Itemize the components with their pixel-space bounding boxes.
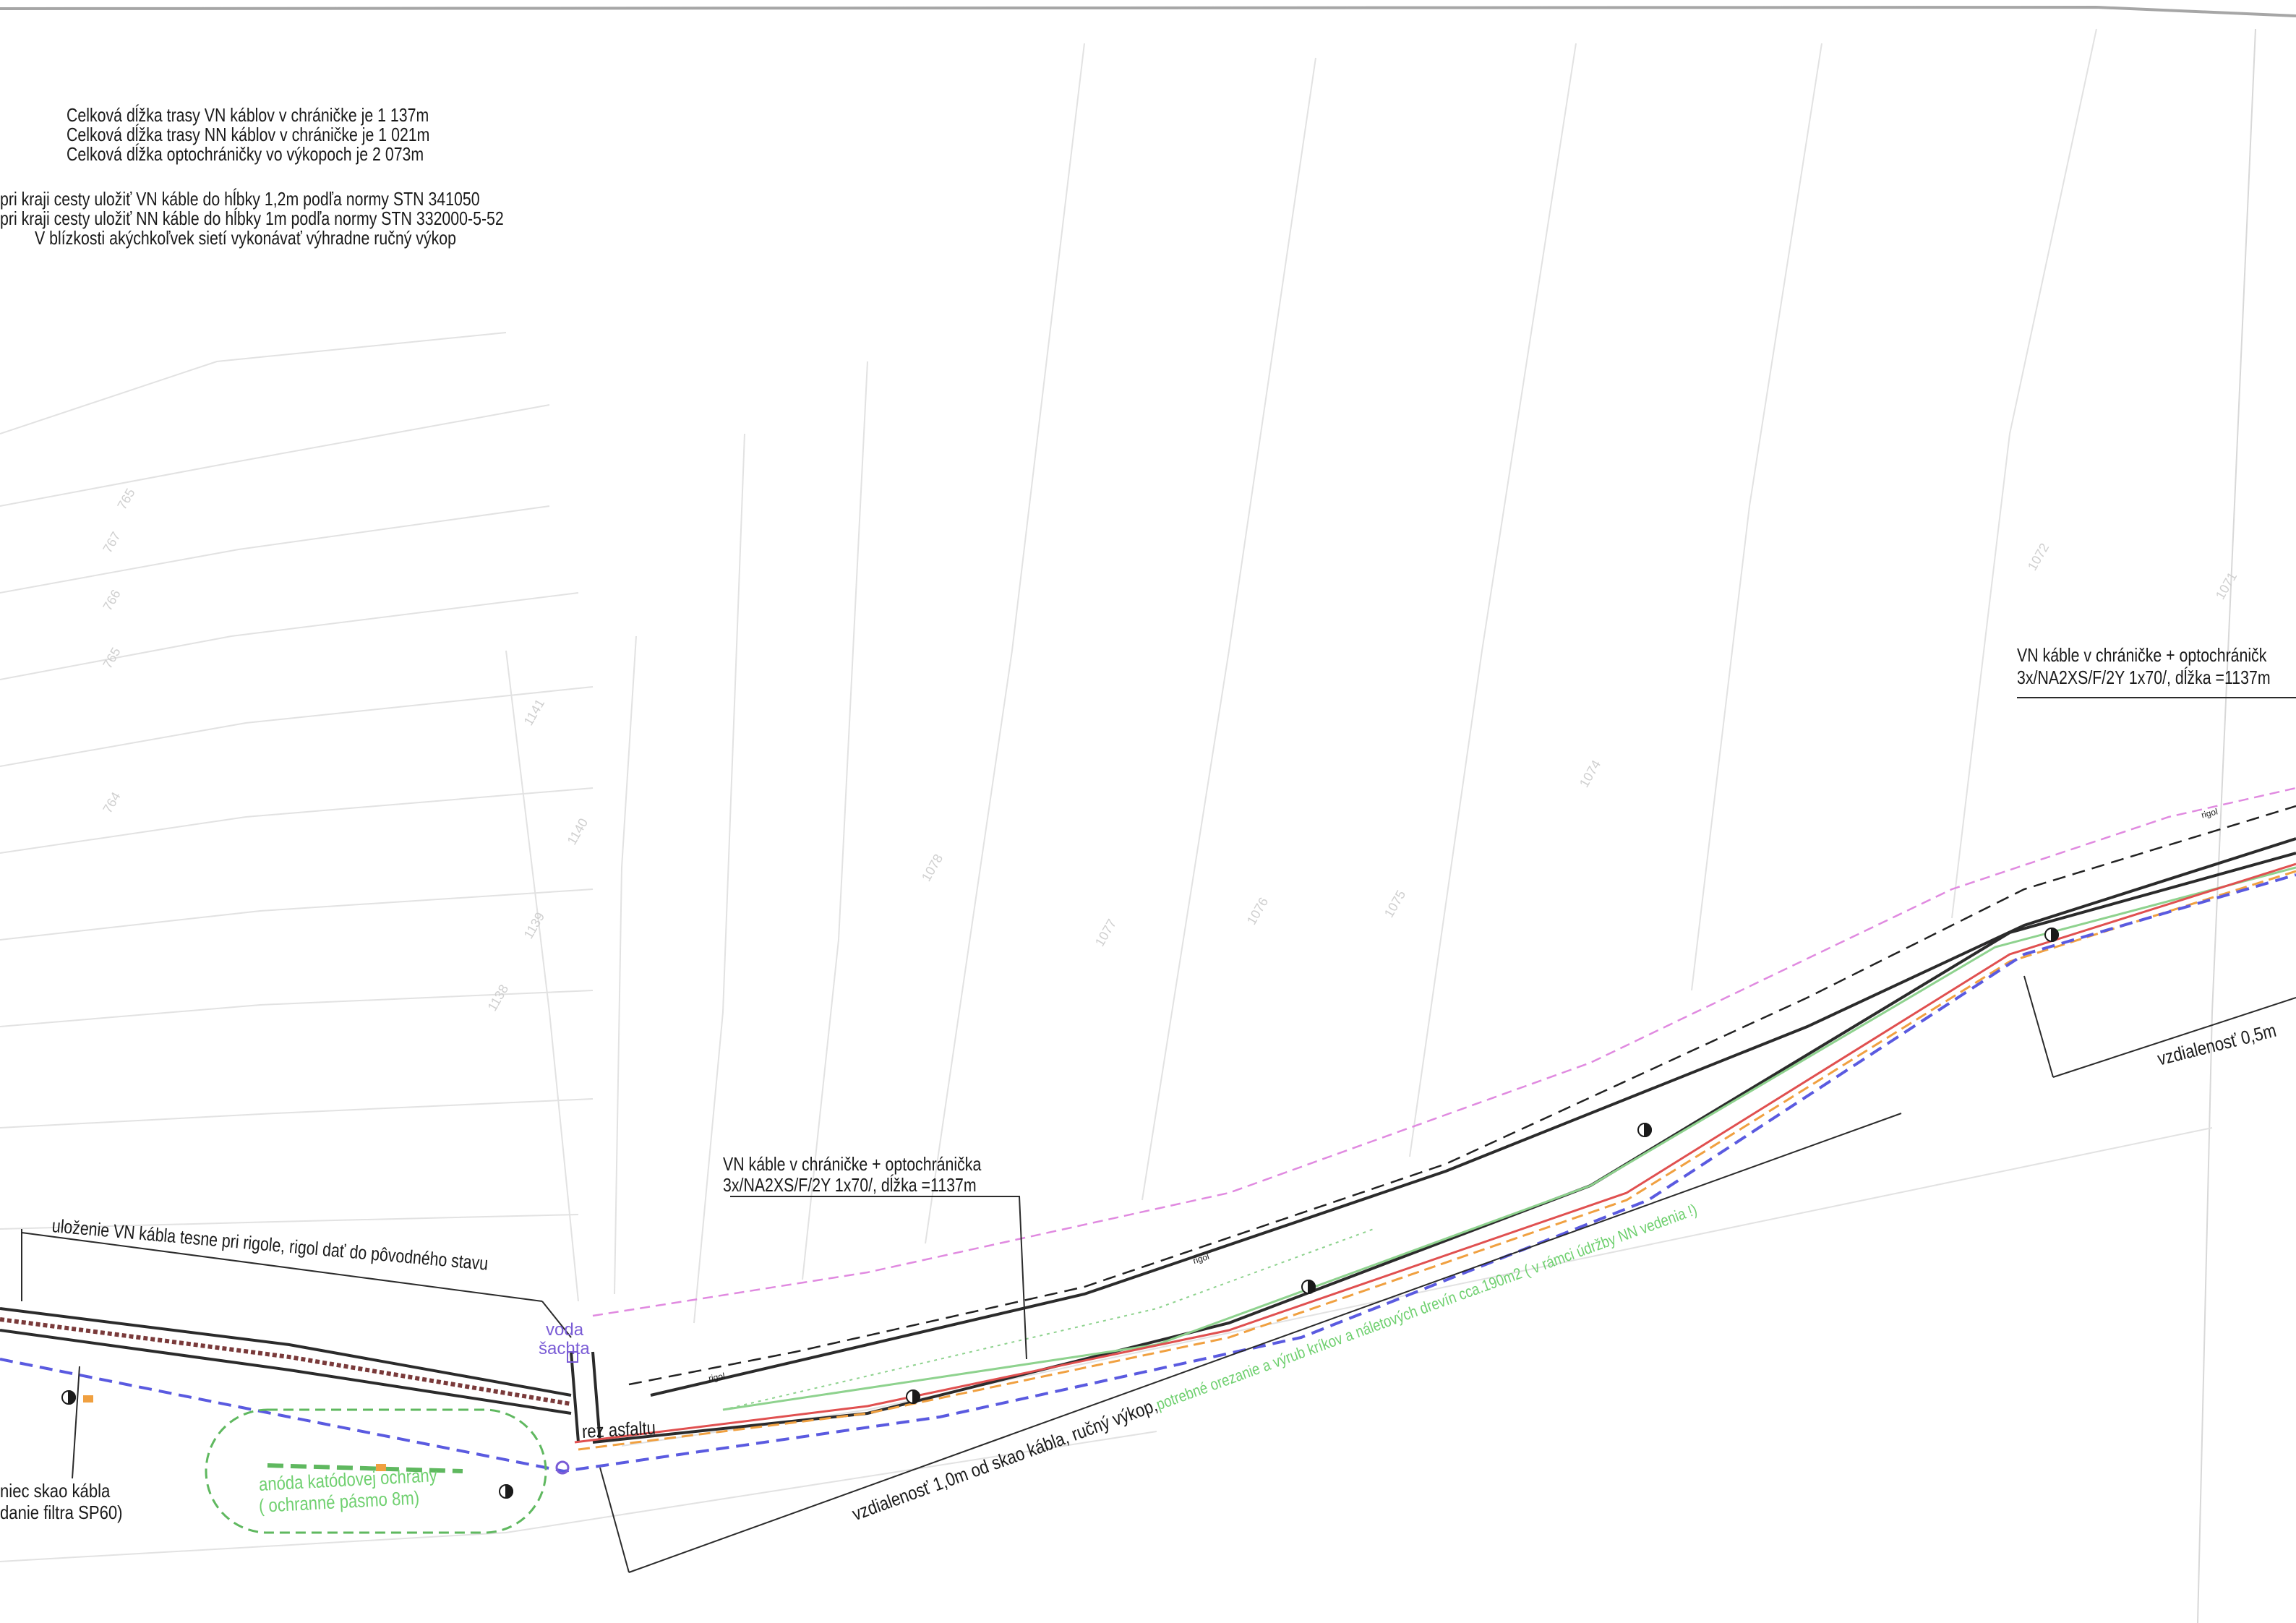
sheet-right-edge: [2197, 28, 2256, 1623]
anode-protection-zone: [205, 1408, 547, 1534]
rigol-dashed-edge: [628, 805, 2296, 1386]
shrub-line: [722, 1228, 1374, 1410]
water-label: voda: [546, 1320, 584, 1340]
road-left-hatch: [0, 1317, 572, 1406]
shaft-label: šachta: [539, 1339, 590, 1358]
road-edge-lower: [592, 852, 2296, 1444]
anode-bar: [267, 1463, 463, 1473]
cable-label-right-1: VN káble v chráničke + optochráničk: [2017, 644, 2267, 666]
cable-orange: [578, 870, 2296, 1451]
skao-joint-markers: [61, 927, 2059, 1499]
cable-red: [574, 862, 2296, 1444]
leader-rigol: [21, 1229, 572, 1338]
leader-end: [72, 1366, 80, 1479]
orange-marker: [376, 1464, 386, 1471]
asphalt-cut-label: rez asfaltu: [581, 1416, 656, 1442]
note-rule-nn: pri kraji cesty uložiť NN káble do hĺbky…: [0, 207, 504, 229]
note-rule-vn: pri kraji cesty uložiť VN káble do hĺbky…: [0, 188, 480, 210]
water-shaft-icon: [567, 1351, 578, 1363]
cable-skao-blue: [0, 873, 2296, 1473]
note-total-opto: Celková dĺžka optochráničky vo výkopoch …: [67, 143, 424, 165]
orange-marker: [83, 1395, 93, 1403]
note-rule-hand: V blízkosti akýchkoľvek sietí vykonávať …: [35, 227, 457, 249]
sheet-top-edge: [0, 5, 2296, 17]
cable-green: [722, 866, 2296, 1411]
cable-label-mid-2: 3x/NA2XS/F/2Y 1x70/, dĺžka =1137m: [723, 1174, 977, 1196]
note-total-nn: Celková dĺžka trasy NN káblov v chráničk…: [67, 124, 430, 145]
dim-05: [2023, 975, 2296, 1078]
cable-end-label-1: niec skao kábla: [0, 1480, 111, 1502]
road-edge-upper: [650, 837, 2296, 1397]
cable-end-label-2: danie filtra SP60): [0, 1502, 123, 1523]
boundary-pink: [592, 787, 2296, 1317]
cable-label-right-2: 3x/NA2XS/F/2Y 1x70/, dĺžka =1137m: [2017, 667, 2271, 688]
cadastral-lines: [0, 28, 2213, 1562]
road-left-upper: [0, 1307, 572, 1397]
road-left-lower: [0, 1329, 572, 1415]
leader-mid: [730, 1196, 1027, 1360]
road-cross: [570, 1351, 601, 1443]
water-valve-icon: [555, 1460, 570, 1475]
note-total-vn: Celková dĺžka trasy VN káblov v chráničk…: [67, 104, 429, 126]
cable-label-mid-1: VN káble v chráničke + optochránička: [723, 1153, 982, 1175]
dim-10: [599, 1113, 1902, 1573]
